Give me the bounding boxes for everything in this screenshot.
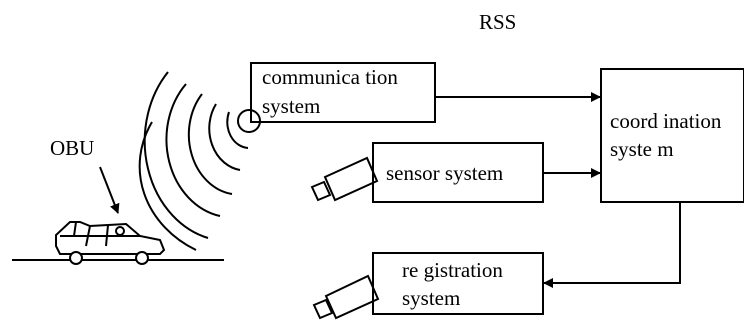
registration-camera-icon	[312, 274, 380, 320]
radio-waves-icon	[138, 71, 249, 251]
rss-title: RSS	[479, 10, 517, 34]
coordination-system-block	[600, 68, 744, 203]
coordination-system-label-2: syste m	[610, 137, 674, 161]
registration-system-label-1: re gistration	[402, 258, 503, 282]
coordination-system-label-1: coord ination	[610, 109, 722, 133]
car-icon	[55, 221, 166, 265]
communication-system-label-2: system	[262, 94, 321, 118]
registration-system-label-2: system	[402, 286, 461, 310]
sensor-system-label: sensor system	[386, 161, 504, 185]
obu-pointer-arrow	[99, 166, 120, 214]
obu-label: OBU	[50, 136, 95, 160]
sensor-camera-icon	[310, 156, 379, 202]
coordination-to-registration-arrow	[543, 202, 681, 288]
antenna-icon	[237, 109, 261, 133]
communication-system-block	[250, 62, 436, 123]
communication-system-label-1: communica tion	[262, 65, 398, 89]
